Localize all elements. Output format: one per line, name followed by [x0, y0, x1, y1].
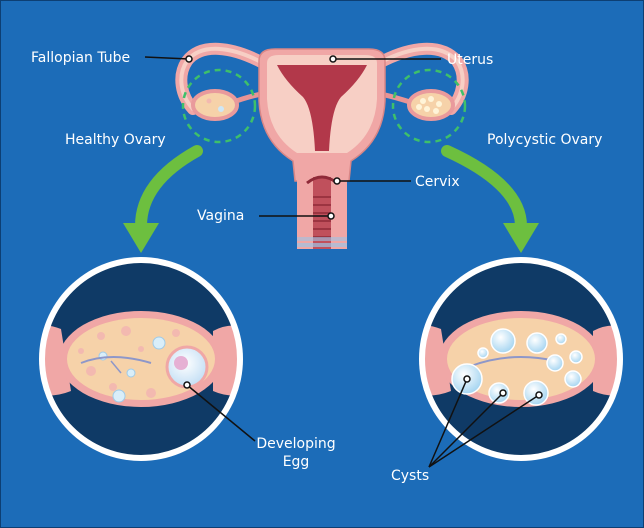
polycystic-ovary-small: [393, 70, 465, 142]
fallopian-tube-label: Fallopian Tube: [31, 49, 130, 67]
cysts-label: Cysts: [391, 467, 429, 485]
developing-egg-label-line1: Developing: [251, 435, 341, 453]
developing-egg-label: Developing Egg: [251, 435, 341, 471]
polycystic-ovary-label: Polycystic Ovary: [487, 131, 602, 149]
uterus-label: Uterus: [447, 51, 493, 69]
down-arrow-icon: [123, 151, 197, 253]
developing-egg-label-line2: Egg: [251, 453, 341, 471]
developing-egg: [167, 347, 207, 387]
vagina-label: Vagina: [197, 207, 244, 225]
healthy-ovary-label: Healthy Ovary: [65, 131, 166, 149]
healthy-ovary-small: [183, 70, 255, 142]
healthy-ovary-zoom: [31, 257, 251, 461]
cervix-label: Cervix: [415, 173, 460, 191]
down-arrow-icon: [447, 151, 539, 253]
